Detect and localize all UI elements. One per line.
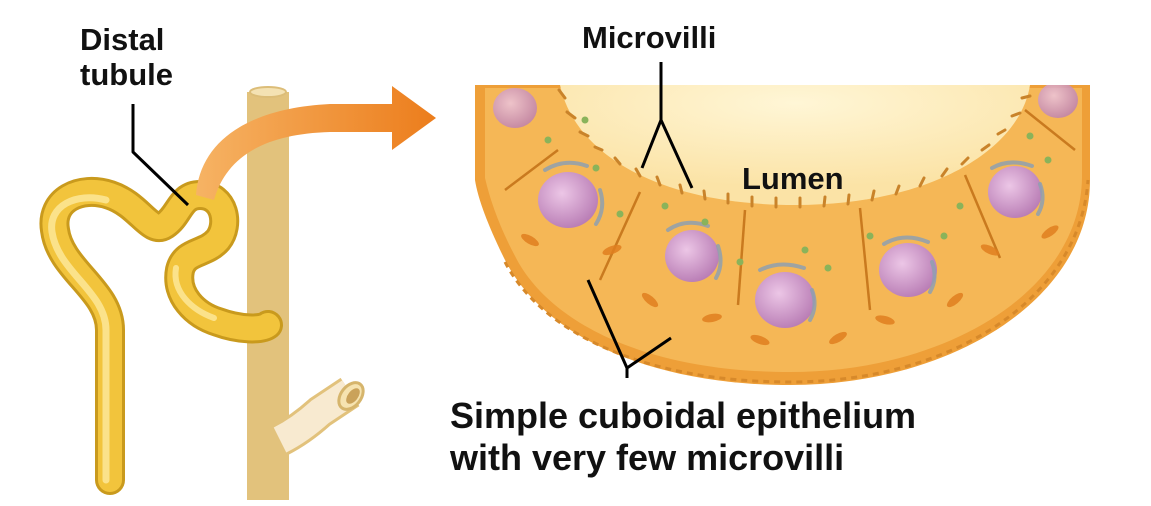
leader-lines (131, 62, 694, 378)
microvilli-label: Microvilli (582, 20, 717, 55)
epithelium-label-line2: with very few microvilli (450, 437, 845, 479)
epithelium-label-line1: Simple cuboidal epithelium (450, 395, 917, 436)
distal-leader (131, 104, 190, 207)
collecting-duct (247, 86, 365, 500)
distal-tubule (39, 176, 283, 495)
magnify-arrow (196, 86, 436, 200)
lumen-label: Lumen (742, 161, 844, 196)
microvilli-fringe (557, 88, 1032, 209)
distal-label-line1: Distal (80, 22, 165, 57)
distal-label-line2: tubule (80, 57, 173, 93)
distal-tubule-label: Distal tubule (80, 22, 173, 92)
cell-nuclei (493, 85, 1078, 328)
epithelium-leader (586, 279, 672, 378)
epithelium-label: Simple cuboidal epithelium with very few… (450, 395, 916, 479)
epithelium-section (475, 85, 1090, 385)
microvilli-leader (640, 62, 694, 189)
